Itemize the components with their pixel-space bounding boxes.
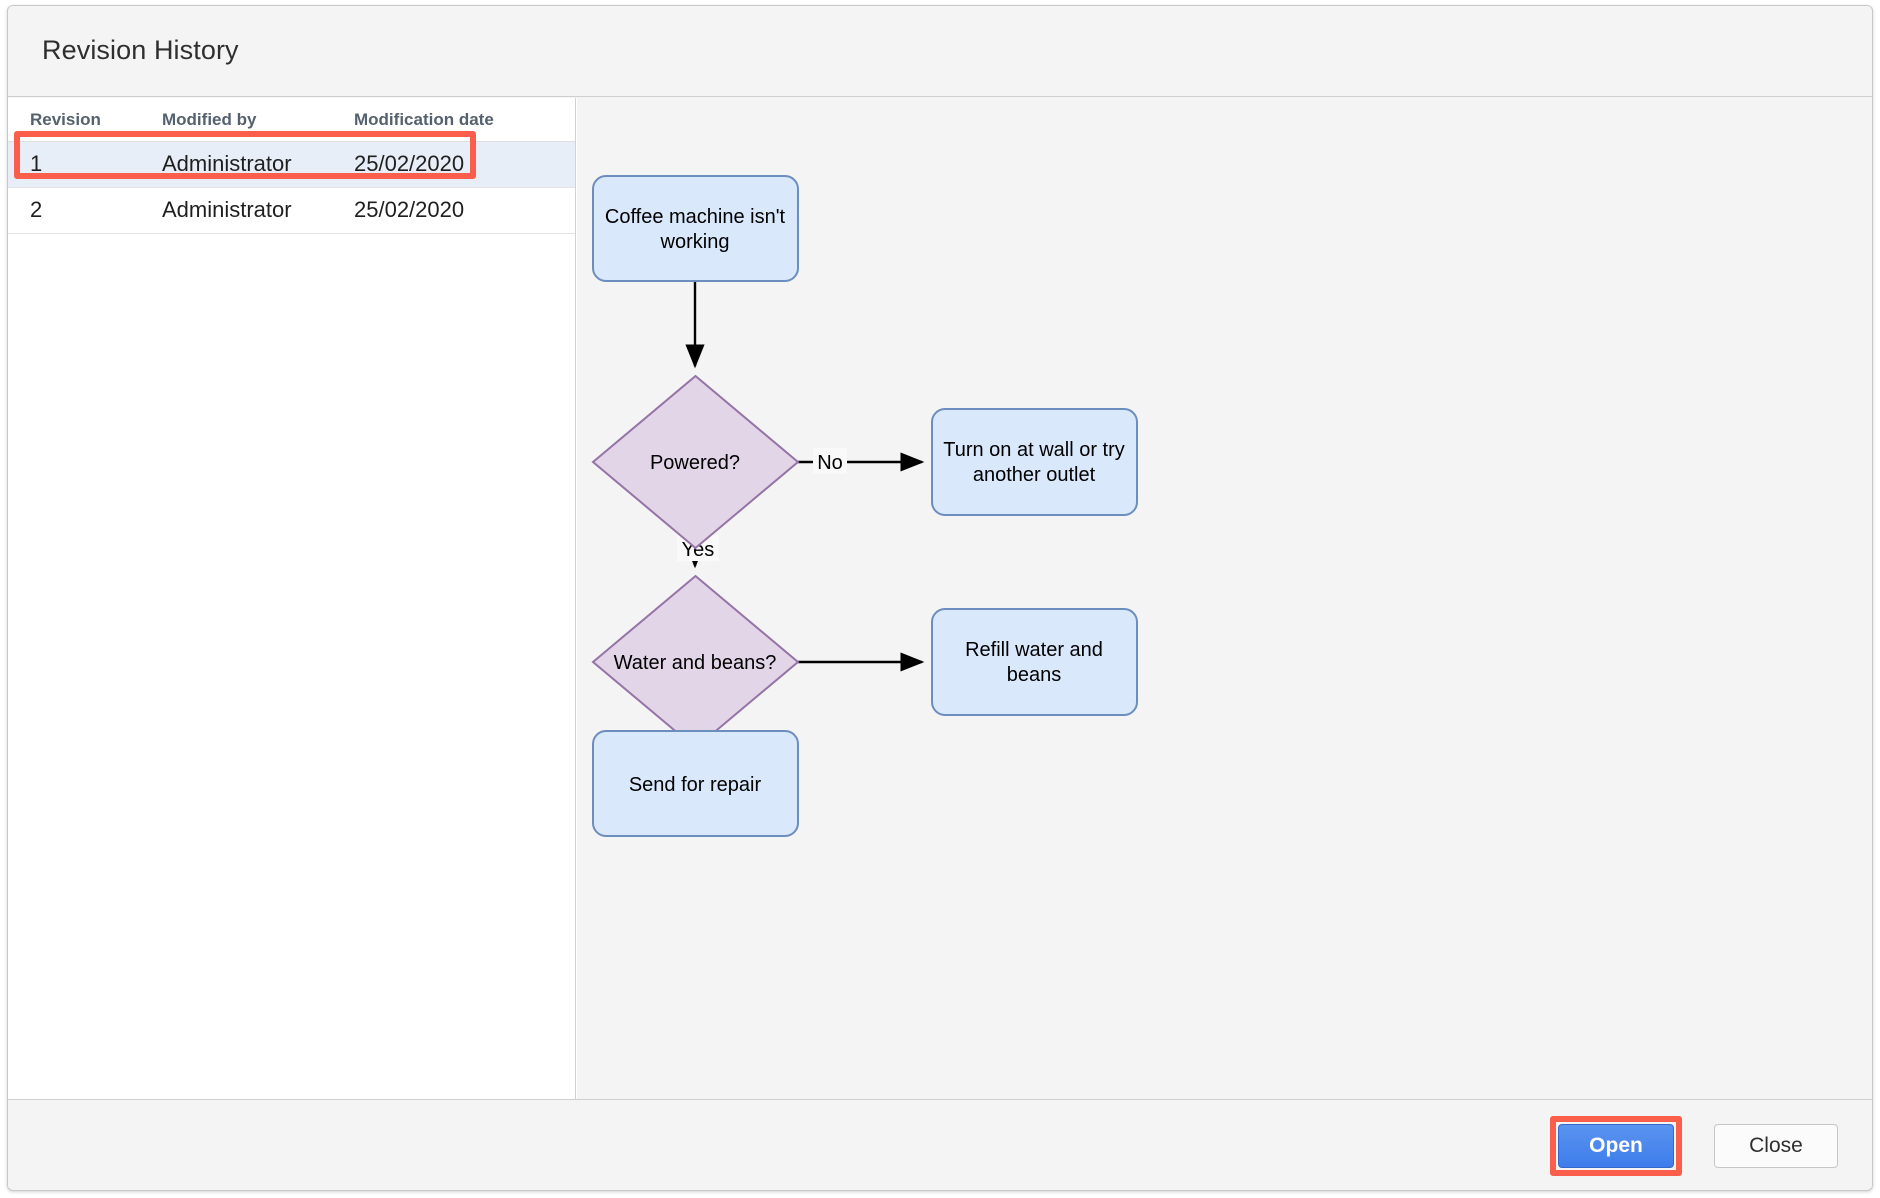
flowchart-svg: No Yes C xyxy=(591,175,1138,837)
edge-power-to-outlet: No xyxy=(798,448,925,474)
node-label-send-for-repair: Send for repair xyxy=(629,774,762,796)
node-label-water-and-beans: Water and beans? xyxy=(614,652,777,674)
table-row[interactable]: 1 Administrator 25/02/2020 xyxy=(8,141,575,188)
node-label-line1: Refill water and xyxy=(965,639,1103,661)
revision-list-panel[interactable]: Revision Modified by Modification date 1… xyxy=(8,98,576,1101)
column-header-modification-date: Modification date xyxy=(354,98,575,142)
close-button[interactable]: Close xyxy=(1714,1124,1838,1168)
node-label-line2: beans xyxy=(1007,664,1062,686)
cell-revision: 2 xyxy=(8,187,162,234)
revision-list-empty-area xyxy=(8,292,575,1101)
page-title: Revision History xyxy=(42,35,239,65)
cell-modified-by: Administrator xyxy=(162,187,354,234)
dialog-header: Revision History xyxy=(8,6,1872,97)
edge-label-no: No xyxy=(817,452,843,474)
node-refill-water-and-beans[interactable]: Refill water and beans xyxy=(931,608,1138,716)
cell-revision: 1 xyxy=(8,141,162,188)
node-label-line2: working xyxy=(660,231,730,253)
node-coffee-machine-isnt-working[interactable]: Coffee machine isn't working xyxy=(592,175,799,282)
node-label-line1: Coffee machine isn't xyxy=(605,206,786,228)
diagram-preview-pane[interactable]: No Yes C xyxy=(577,98,1872,1101)
table-header-row: Revision Modified by Modification date xyxy=(8,98,575,142)
cell-modification-date: 25/02/2020 xyxy=(354,187,575,234)
node-label-line1: Turn on at wall or try xyxy=(943,439,1125,461)
table-row[interactable]: 2 Administrator 25/02/2020 xyxy=(8,187,575,234)
revision-history-dialog: Revision History Revision Modified by Mo… xyxy=(7,5,1873,1191)
cell-modification-date: 25/02/2020 xyxy=(354,141,575,188)
node-water-and-beans-decision[interactable]: Water and beans? xyxy=(591,574,800,750)
node-label-powered: Powered? xyxy=(650,452,740,474)
cell-modified-by: Administrator xyxy=(162,141,354,188)
open-button[interactable]: Open xyxy=(1558,1124,1674,1168)
dialog-body: Revision Modified by Modification date 1… xyxy=(8,98,1872,1101)
revision-table: Revision Modified by Modification date 1… xyxy=(8,98,575,234)
dialog-footer: Open Close xyxy=(8,1099,1872,1190)
node-label-line2: another outlet xyxy=(973,464,1096,486)
column-header-revision: Revision xyxy=(8,98,162,142)
column-header-modified-by: Modified by xyxy=(162,98,354,142)
node-turn-on-at-wall[interactable]: Turn on at wall or try another outlet xyxy=(931,408,1138,516)
node-send-for-repair[interactable]: Send for repair xyxy=(592,730,799,837)
node-powered-decision[interactable]: Powered? xyxy=(591,374,800,550)
